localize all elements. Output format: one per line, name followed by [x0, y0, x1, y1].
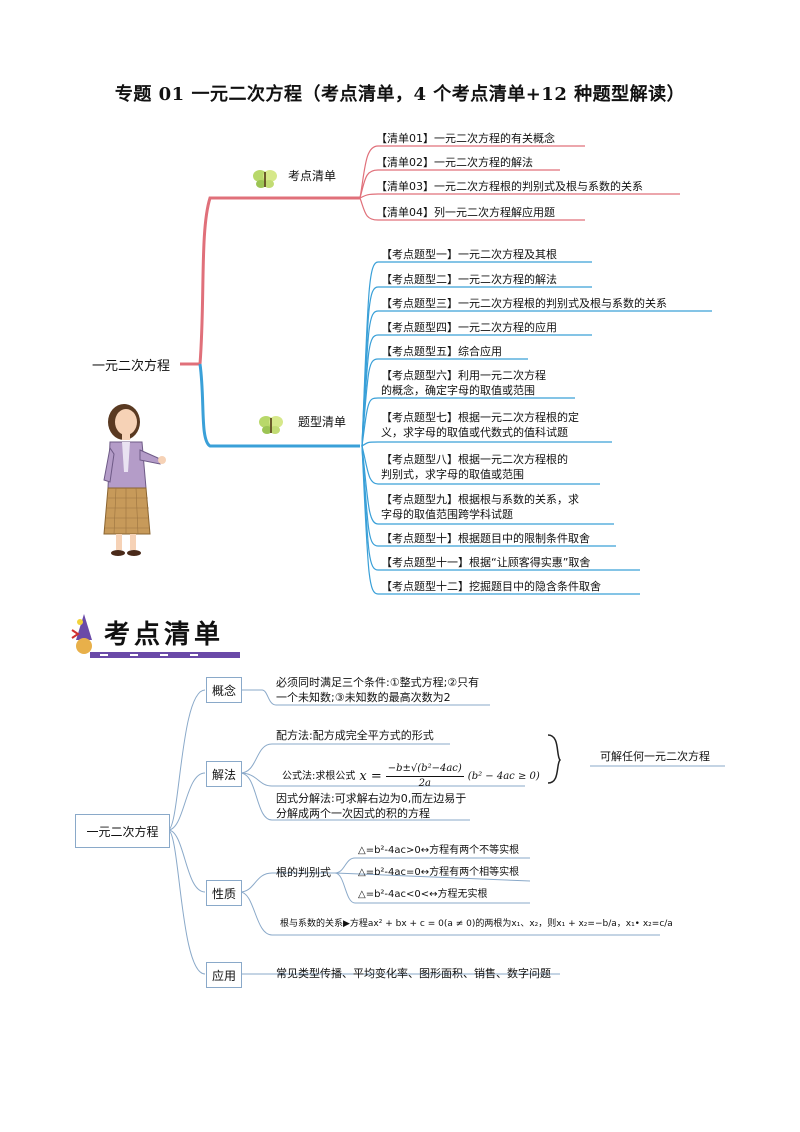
yingyong-text: 常见类型传播、平均变化率、图形面积、销售、数字问题	[276, 967, 551, 980]
banner-title: 考点清单	[104, 620, 225, 650]
butterfly-icon	[252, 168, 278, 190]
brace-note: 可解任何一元二次方程	[600, 750, 710, 763]
tixing-item: 【考点题型五】综合应用	[381, 345, 502, 358]
tixing-item: 【考点题型十一】根据“让顾客得实惠”取舍	[381, 556, 591, 569]
kaodian-item: 【清单03】一元二次方程根的判别式及根与系数的关系	[376, 180, 643, 193]
mindmap2-root: 一元二次方程	[75, 814, 170, 848]
vieta-text: 根与系数的关系▶方程ax² + bx + c = 0(a ≠ 0)的两根为x₁、…	[280, 919, 673, 929]
tixing-item: 【考点题型四】一元二次方程的应用	[381, 321, 557, 334]
node-gainian: 概念	[206, 677, 242, 703]
node-yingyong: 应用	[206, 962, 242, 988]
gongshi-numerator: −b±√(b²−4ac)	[385, 762, 464, 777]
gainian-text: 必须同时满足三个条件:①整式方程;②只有 一个未知数;③未知数的最高次数为2	[276, 676, 480, 704]
yinshi-text: 因式分解法:可求解右边为0,而左边易于 分解成两个一次因式的积的方程	[276, 792, 467, 820]
kaodian-banner: 考点清单	[70, 610, 250, 668]
tixing-item: 【考点题型七】根据一元二次方程根的定 义，求字母的取值或代数式的值科试题	[381, 411, 579, 439]
butterfly-icon	[258, 414, 284, 436]
gongshi-x: x =	[359, 768, 382, 784]
node-xingzhi: 性质	[206, 880, 242, 906]
kaodian-item: 【清单04】列一元二次方程解应用题	[376, 206, 555, 219]
node-jiefa: 解法	[206, 761, 242, 787]
panbie-case: △=b²-4ac>0↔方程有两个不等实根	[358, 845, 520, 856]
panbie-case: △=b²-4ac=0↔方程有两个相等实根	[358, 867, 520, 878]
gongshi-fraction: −b±√(b²−4ac) 2a	[385, 762, 464, 791]
peifang-text: 配方法:配方成完全平方式的形式	[276, 729, 434, 742]
branch-kaodian-label: 考点清单	[288, 169, 337, 183]
tixing-item: 【考点题型十二】挖掘题目中的隐含条件取舍	[381, 580, 601, 593]
gongshi-prefix: 公式法:求根公式	[282, 770, 356, 782]
tixing-item: 【考点题型二】一元二次方程的解法	[381, 273, 557, 286]
panbie-case: △=b²-4ac<0<↔方程无实根	[358, 889, 488, 900]
tixing-item: 【考点题型九】根据根与系数的关系，求 字母的取值范围跨学科试题	[381, 493, 579, 521]
teacher-illustration	[100, 402, 170, 558]
kaodian-item: 【清单01】一元二次方程的有关概念	[376, 132, 555, 145]
tixing-item: 【考点题型一】一元二次方程及其根	[381, 248, 557, 261]
kaodian-item: 【清单02】一元二次方程的解法	[376, 156, 533, 169]
tixing-item: 【考点题型八】根据一元二次方程根的 判别式，求字母的取值或范围	[381, 453, 568, 481]
gongshi-condition: (b² − 4ac ≥ 0)	[467, 770, 540, 782]
gongshi-formula: 公式法:求根公式 x = −b±√(b²−4ac) 2a (b² − 4ac ≥…	[282, 762, 540, 791]
gongshi-denominator: 2a	[418, 778, 431, 789]
banner-decoration	[71, 614, 240, 658]
panbie-label: 根的判别式	[276, 866, 331, 879]
mindmap1-root: 一元二次方程	[92, 359, 171, 374]
tixing-item: 【考点题型六】利用一元二次方程 的概念，确定字母的取值或范围	[381, 369, 546, 397]
page-title: 专题 01 一元二次方程（考点清单，4 个考点清单+12 种题型解读）	[114, 84, 686, 105]
branch-tixing-label: 题型清单	[298, 415, 347, 429]
tixing-item: 【考点题型三】一元二次方程根的判别式及根与系数的关系	[381, 297, 667, 310]
tixing-item: 【考点题型十】根据题目中的限制条件取舍	[381, 532, 590, 545]
